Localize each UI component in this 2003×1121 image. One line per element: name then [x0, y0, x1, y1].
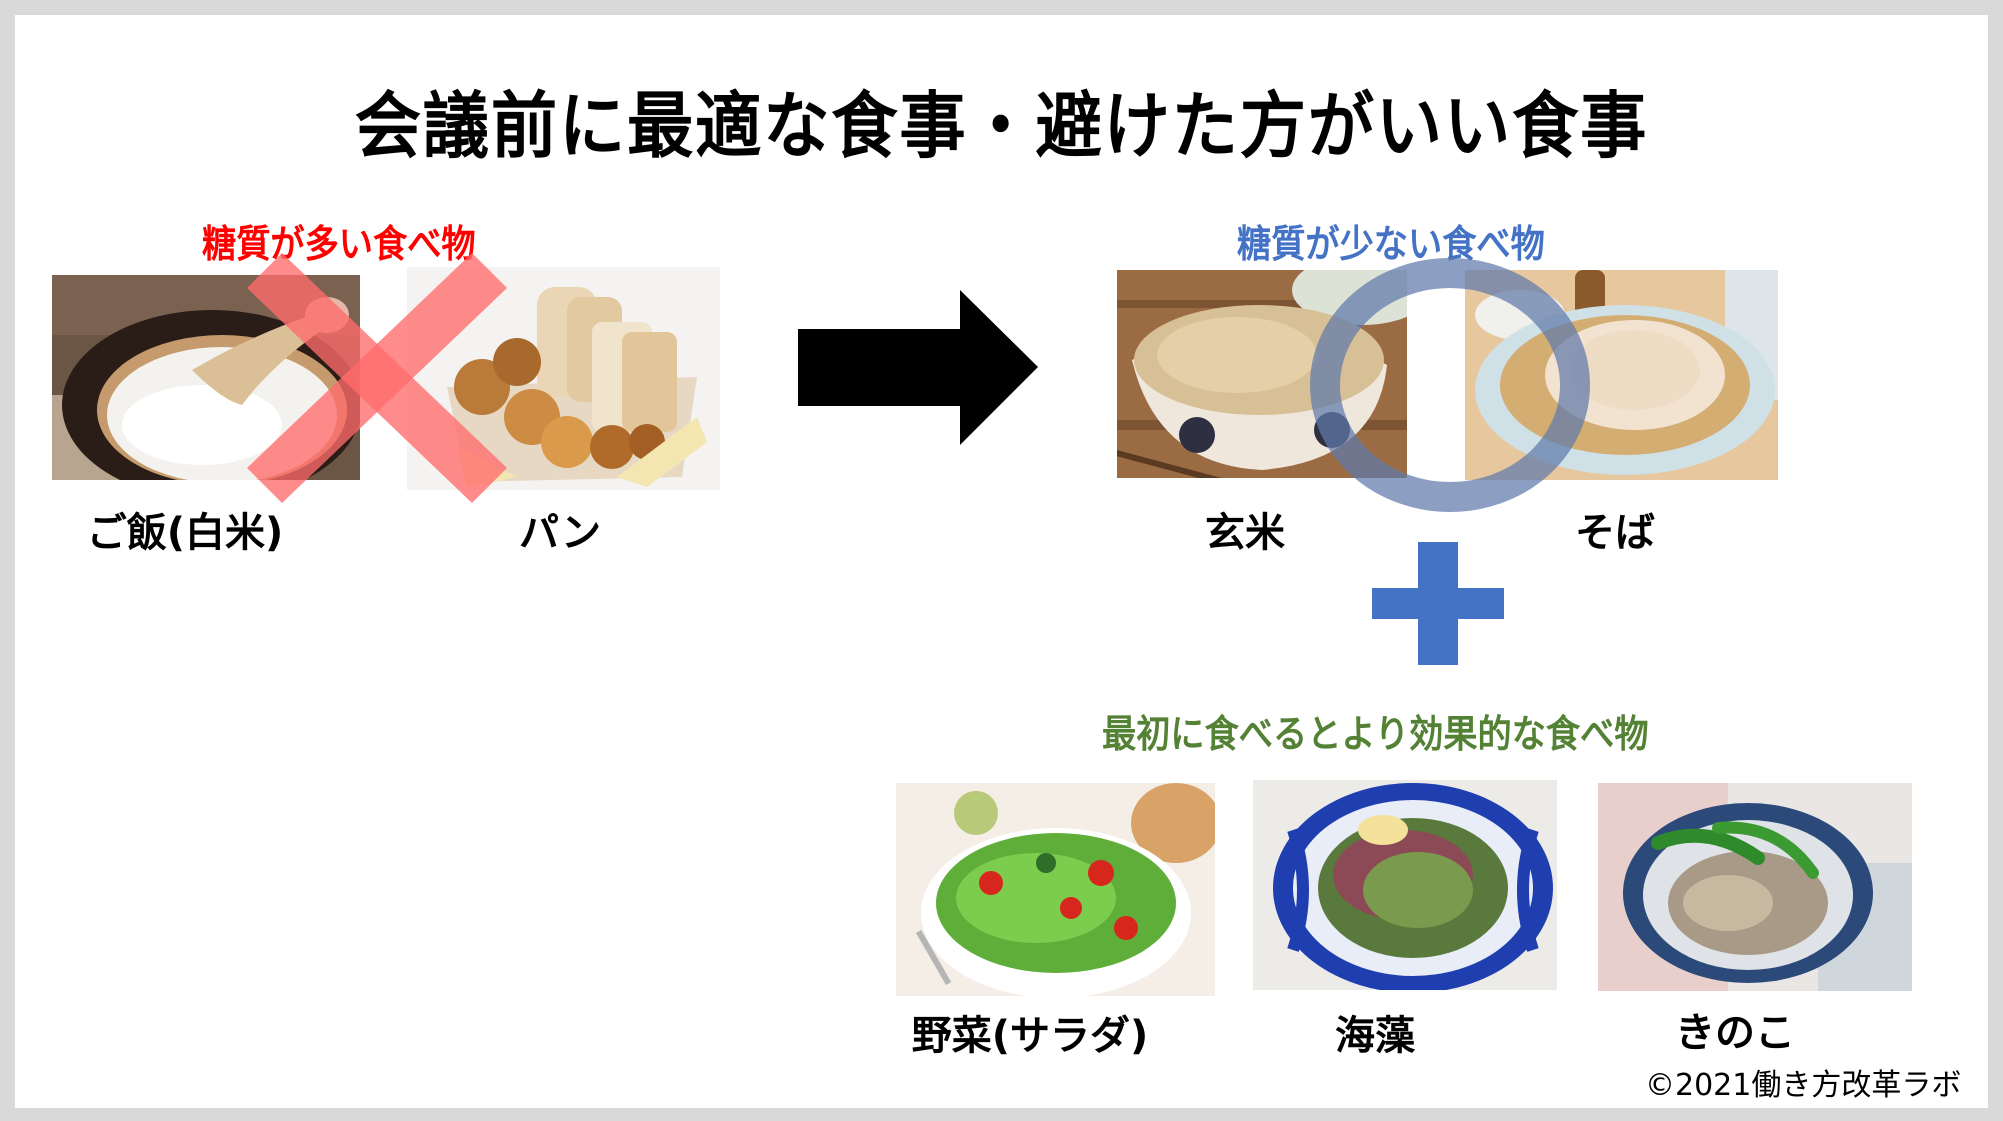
food-label-mushroom: きのこ	[1675, 1010, 1795, 1056]
food-label-rice: ご飯(白米)	[86, 510, 284, 556]
cross-mark-icon	[247, 253, 507, 503]
slide: 会議前に最適な食事・避けた方がいい食事 糖質が多い食べ物	[15, 15, 1988, 1108]
slide-title: 会議前に最適な食事・避けた方がいい食事	[354, 84, 1649, 168]
right-arrow-icon	[798, 290, 1038, 445]
seaweed-salad-photo	[1253, 780, 1557, 990]
food-label-brown-rice: 玄米	[1205, 510, 1285, 556]
mushroom-dish-photo	[1598, 783, 1912, 991]
copyright-text: ©2021働き方改革ラボ	[1645, 1068, 1962, 1103]
food-label-soba: そば	[1575, 510, 1655, 556]
food-label-salad: 野菜(サラダ)	[911, 1013, 1149, 1059]
food-label-bread: パン	[519, 510, 601, 556]
high-carb-heading: 糖質が多い食べ物	[202, 222, 476, 266]
eat-first-heading: 最初に食べるとより効果的な食べ物	[1102, 712, 1649, 756]
salad-photo	[896, 783, 1215, 996]
circle-mark-icon	[1310, 258, 1590, 512]
plus-icon	[1372, 542, 1504, 665]
food-label-seaweed: 海藻	[1335, 1013, 1415, 1059]
low-carb-heading: 糖質が少ない食べ物	[1237, 222, 1545, 266]
